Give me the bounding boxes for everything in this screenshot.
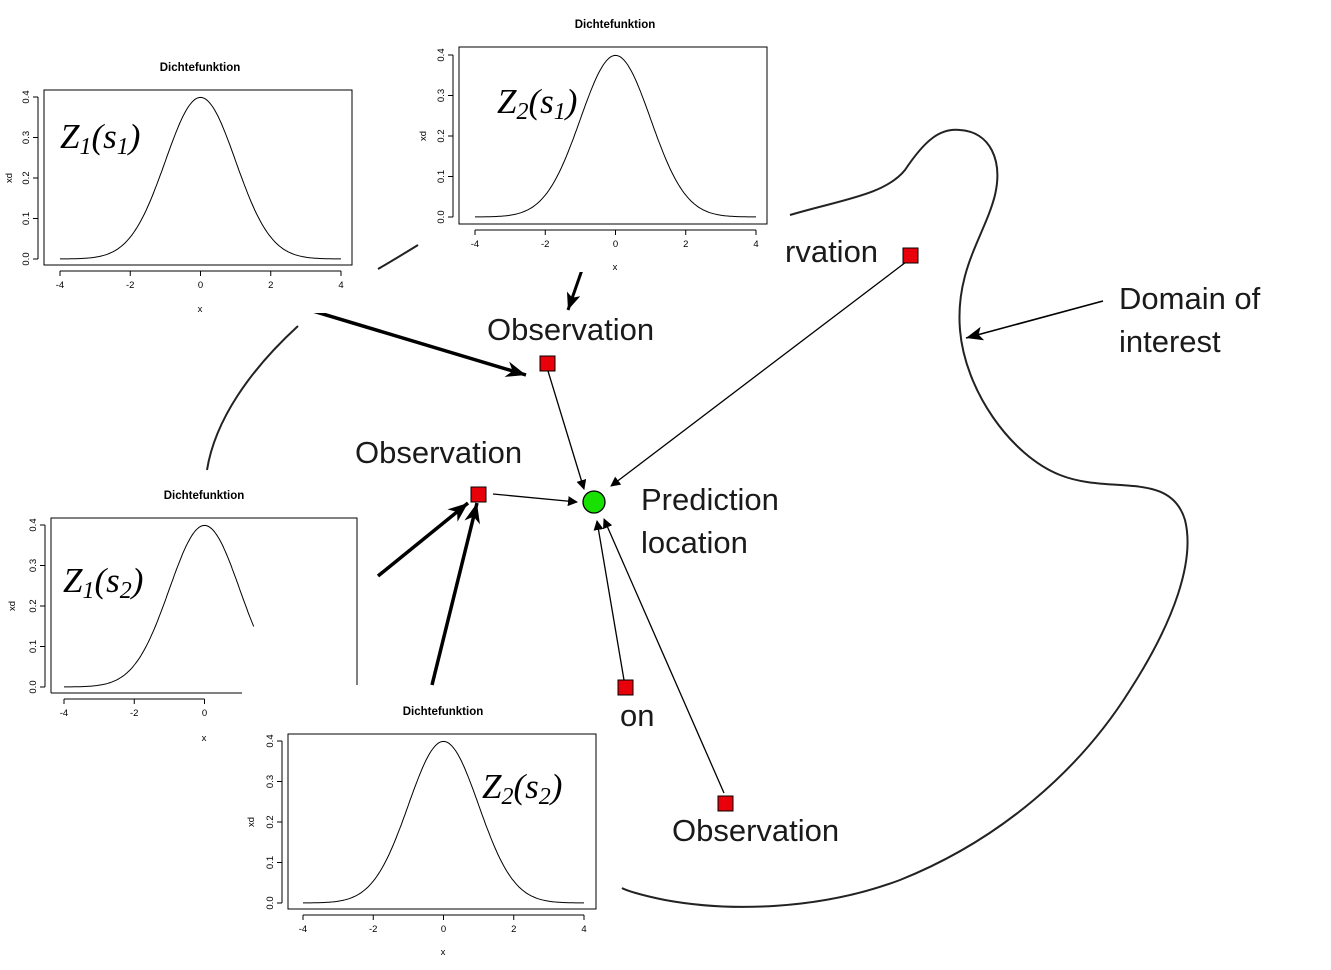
x-tick-label: -4 (60, 708, 68, 719)
plot-title: Dichtefunktion (164, 490, 245, 502)
density-plot-z2s1: Dichtefunktion -4 -2 0 2 4 0.0 0.1 0.2 0.3 0.4 x xd Z… (418, 17, 775, 273)
x-tick-label: 2 (683, 239, 688, 250)
plot-frame (458, 46, 768, 225)
observation-marker-top-right (902, 247, 919, 264)
plot-frame (43, 89, 353, 266)
y-axis-label: xd (418, 131, 429, 141)
prediction-location-marker (582, 490, 606, 514)
y-axis-label: xd (4, 173, 15, 183)
x-tick-label: -2 (130, 708, 138, 719)
y-tick-label: 0.1 (28, 640, 39, 653)
y-tick-label: 0.1 (436, 170, 447, 183)
observation-marker-top (539, 355, 556, 372)
plot-background (6, 60, 360, 313)
plot-background (421, 17, 775, 272)
domain-label-line2: interest (1119, 324, 1221, 359)
x-tick-label: -2 (126, 280, 134, 291)
density-curve (303, 740, 584, 904)
prediction-label-line1: Prediction (641, 482, 779, 517)
plot-frame (287, 733, 597, 910)
observation-label-top: Observation (487, 312, 654, 347)
y-tick-label: 0.4 (265, 734, 276, 747)
y-tick-label: 0.0 (265, 896, 276, 909)
domain-outline-left (206, 325, 299, 471)
y-tick-label: 0.3 (436, 89, 447, 102)
density-curve (64, 524, 255, 688)
x-tick-label: -2 (369, 924, 377, 935)
plot-arrow-z1s2 (376, 501, 470, 578)
y-tick-label: 0.2 (436, 129, 447, 142)
x-tick-label: 2 (511, 924, 516, 935)
density-plot-z2s2: Dichtefunktion -4 -2 0 2 4 0.0 0.1 0.2 0.3 0.4 x xd Z… (246, 704, 604, 958)
variable-label-z2s2: Z2(s2) (482, 767, 562, 810)
x-tick-label: -4 (56, 280, 64, 291)
observation-label-left: Observation (355, 435, 522, 470)
density-plot-z1s2: Dichtefunktion -4 -2 0 0.0 0.1 0.2 0.3 0.4 x xd Z1(… (7, 488, 365, 744)
plot-frame (50, 517, 358, 693)
observation-label-top-right-partial: rvation (785, 234, 878, 269)
x-tick-label: 0 (202, 708, 207, 719)
domain-label-line1: Domain of (1119, 281, 1261, 316)
obs-arrow-top-right (610, 261, 907, 487)
x-tick-label: 0 (198, 280, 203, 291)
x-tick-label: 0 (441, 924, 446, 935)
x-tick-label: 4 (753, 239, 758, 250)
x-tick-label: 4 (338, 280, 343, 291)
y-tick-label: 0.0 (28, 680, 39, 693)
x-tick-label: -4 (471, 239, 479, 250)
y-tick-label: 0.3 (28, 559, 39, 572)
y-tick-label: 0.4 (21, 90, 32, 103)
variable-label-z1s1: Z1(s1) (60, 117, 140, 160)
observation-marker-bottom (717, 795, 734, 812)
x-tick-label: 4 (581, 924, 586, 935)
y-tick-label: 0.2 (21, 171, 32, 184)
density-curve (60, 96, 341, 260)
y-tick-label: 0.0 (21, 252, 32, 265)
plot-title: Dichtefunktion (160, 62, 241, 74)
observation-label-bottom: Observation (672, 813, 839, 848)
y-tick-label: 0.3 (265, 775, 276, 788)
domain-outline (621, 128, 1189, 908)
density-curve (475, 54, 756, 218)
y-tick-label: 0.0 (436, 210, 447, 223)
x-tick-label: 2 (268, 280, 273, 291)
obs-arrow-bottom-mid (593, 520, 625, 681)
y-axis-label: xd (246, 817, 257, 827)
obs-arrow-bottom (603, 518, 725, 794)
y-tick-label: 0.2 (28, 599, 39, 612)
y-tick-label: 0.4 (436, 48, 447, 61)
x-axis-label: x (202, 733, 207, 744)
density-plot-z1s1: Dichtefunktion -4 -2 0 2 4 0.0 0.1 0.2 0.3 0.4 x xd Z… (4, 60, 360, 315)
plot-arrow-z2s2 (430, 502, 480, 686)
observation-marker-left (470, 486, 487, 503)
observation-marker-bottom-mid (617, 679, 634, 696)
plot-title: Dichtefunktion (575, 19, 656, 31)
x-tick-label: -4 (299, 924, 307, 935)
y-tick-label: 0.4 (28, 518, 39, 531)
x-axis-label: x (441, 947, 446, 958)
x-tick-label: -2 (541, 239, 549, 250)
plot-title: Dichtefunktion (403, 706, 484, 718)
domain-pointer-arrow (965, 300, 1104, 341)
plot-arrow-z2s1 (566, 266, 585, 311)
plot-background (13, 488, 365, 741)
observation-label-bottom-partial: on (620, 698, 654, 733)
x-tick-label: 0 (613, 239, 618, 250)
x-axis-label: x (198, 304, 203, 315)
variable-label-z2s1: Z2(s1) (497, 82, 577, 125)
y-tick-label: 0.1 (21, 212, 32, 225)
y-tick-label: 0.2 (265, 815, 276, 828)
y-axis-label: xd (7, 601, 18, 611)
obs-arrow-left (492, 493, 578, 507)
y-tick-label: 0.3 (21, 131, 32, 144)
domain-outline-top-left (377, 244, 419, 270)
y-tick-label: 0.1 (265, 856, 276, 869)
x-axis-label: x (613, 262, 618, 273)
prediction-label-line2: location (641, 525, 748, 560)
variable-label-z1s2: Z1(s2) (63, 561, 143, 604)
obs-arrow-top (547, 370, 587, 490)
